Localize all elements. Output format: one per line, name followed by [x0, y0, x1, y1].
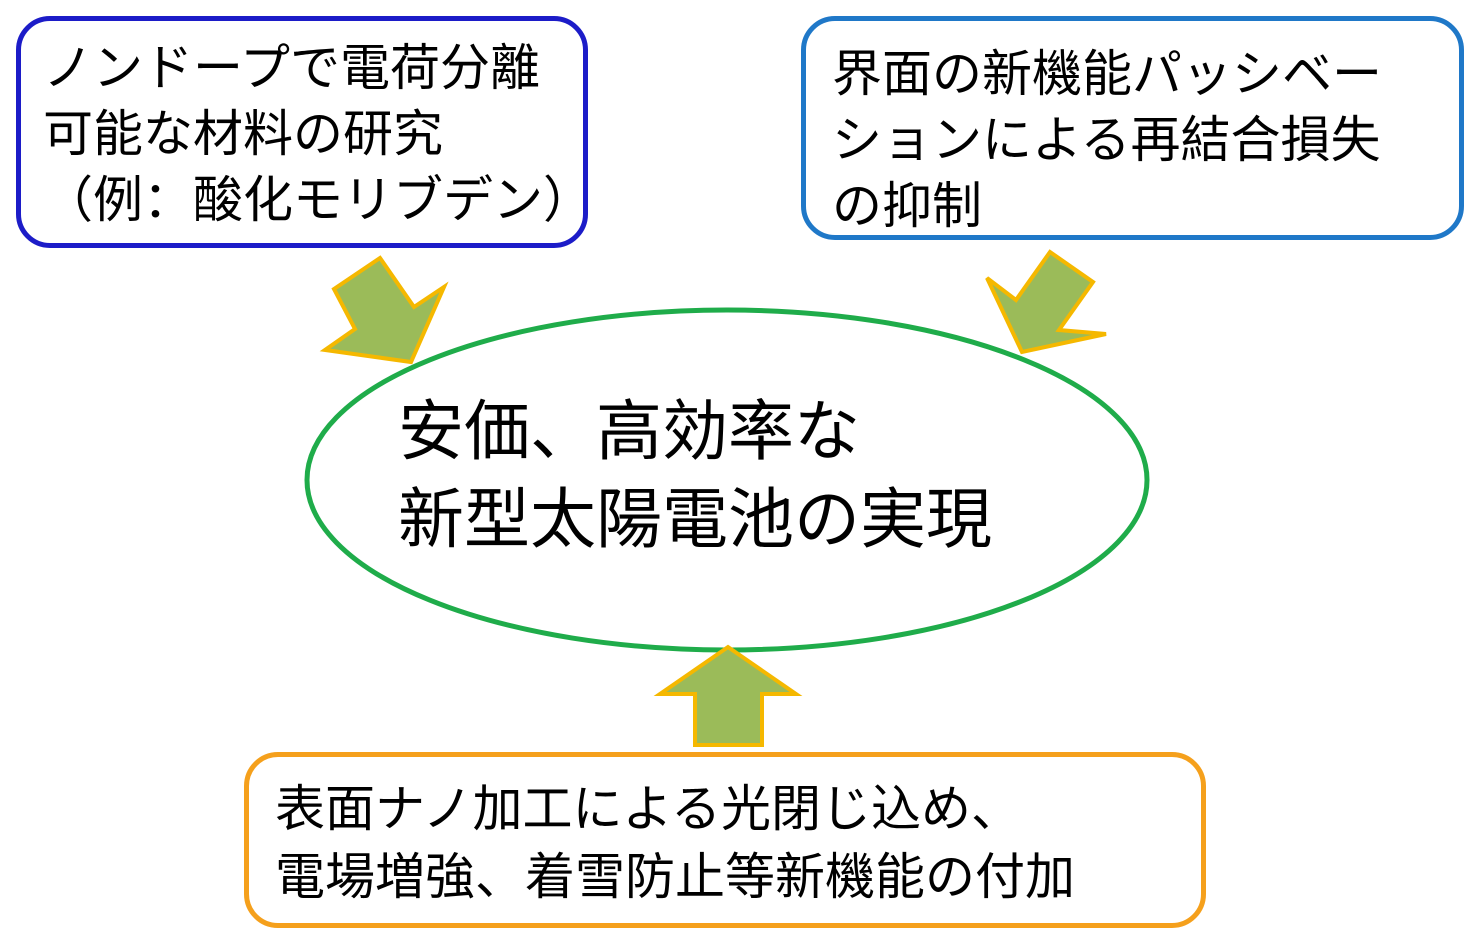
box-tl-line-2: 可能な材料の研究	[43, 105, 443, 163]
box-tr-line-3: の抑制	[832, 177, 982, 235]
goal-line-1: 安価、高効率な	[398, 393, 860, 470]
box-bottom-line-2: 電場増強、着雪防止等新機能の付加	[275, 848, 1075, 906]
box-interface-passivation: 界面の新機能パッシベー ションによる再結合損失 の抑制	[801, 16, 1464, 240]
goal-text: 安価、高効率な 新型太陽電池の実現	[398, 388, 992, 564]
box-tl-line-1: ノンドープで電荷分離	[43, 39, 540, 97]
box-nondope-materials: ノンドープで電荷分離 可能な材料の研究 （例：酸化モリブデン）	[16, 16, 593, 248]
arrow-bottom-icon	[653, 644, 803, 747]
box-tl-line-3: （例：酸化モリブデン）	[43, 171, 593, 229]
box-tr-line-2: ションによる再結合損失	[832, 111, 1381, 169]
goal-line-2: 新型太陽電池の実現	[398, 481, 992, 558]
box-tr-line-1: 界面の新機能パッシベー	[832, 45, 1382, 103]
arrow-topleft-icon	[319, 255, 449, 365]
box-bottom-line-1: 表面ナノ加工による光閉じ込め、	[275, 780, 1021, 838]
box-surface-nano-processing: 表面ナノ加工による光閉じ込め、 電場増強、着雪防止等新機能の付加	[244, 752, 1206, 928]
arrow-topright-icon	[985, 249, 1107, 355]
